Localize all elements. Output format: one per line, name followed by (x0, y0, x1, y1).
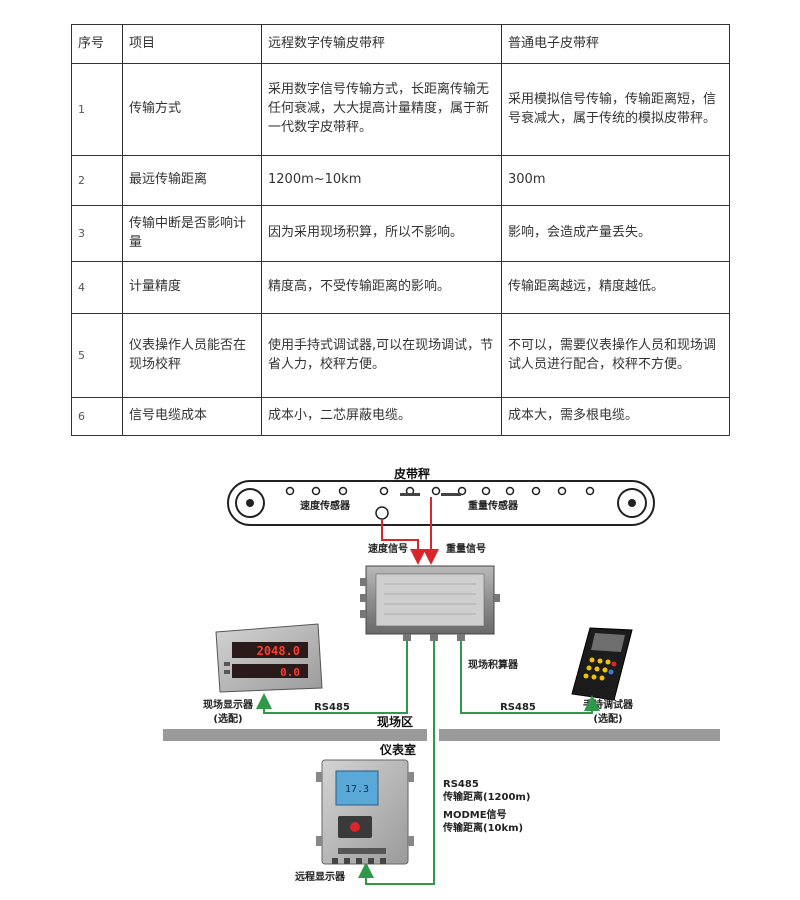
rs485-distance-note: 传输距离(1200m) (442, 790, 530, 803)
cell-item: 仪表操作人员能否在现场校秤 (122, 313, 262, 398)
table-row: 5 仪表操作人员能否在现场校秤 使用手持式调试器,可以在现场调试，节省人力，校秤… (71, 313, 730, 398)
field-display-device: 2048.0 0.0 (215, 623, 323, 693)
cell-common: 采用模拟信号传输，传输距离短，信号衰减大，属于传统的模拟皮带秤。 (501, 63, 730, 156)
control-room-label: 仪表室 (379, 742, 416, 757)
table-row: 1 传输方式 采用数字信号传输方式，长距离传输无任何衰减，大大提高计量精度，属于… (71, 63, 730, 156)
field-display-reading-2: 0.0 (280, 666, 300, 679)
cell-common: 传输距离越远，精度越低。 (501, 261, 730, 314)
field-integrator-label: 现场积算器 (468, 658, 519, 671)
system-diagram: 皮带秤 速度传感器 重量传感器 速度信号 重量信号 现场积算器 2048.0 0… (163, 466, 720, 885)
cell-remote: 成本小，二芯屏蔽电缆。 (261, 397, 502, 436)
speed-sensor-label: 速度传感器 (300, 499, 351, 512)
cell-index: 2 (71, 155, 123, 206)
cell-item: 信号电缆成本 (122, 397, 262, 436)
load-cell-left (400, 493, 420, 496)
cell-index: 1 (71, 63, 123, 156)
weight-signal-label: 重量信号 (446, 542, 486, 555)
table-row: 2 最远传输距离 1200m~10km 300m (71, 155, 730, 206)
cell-remote: 使用手持式调试器,可以在现场调试，节省人力，校秤方便。 (261, 313, 502, 398)
cell-item: 传输中断是否影响计量 (122, 205, 262, 262)
modbus-distance-note: 传输距离(10km) (442, 821, 523, 834)
cell-index: 3 (71, 205, 123, 262)
field-area-divider-left (163, 729, 427, 741)
rs485-note: RS485 (443, 779, 479, 790)
cell-remote: 因为采用现场积算，所以不影响。 (261, 205, 502, 262)
field-area-divider-right (439, 729, 720, 741)
table-header-row: 序号 项目 远程数字传输皮带秤 普通电子皮带秤 (71, 24, 730, 64)
table-row: 3 传输中断是否影响计量 因为采用现场积算，所以不影响。 影响，会造成产量丢失。 (71, 205, 730, 262)
remote-display-label: 远程显示器 (295, 870, 346, 883)
field-integrator-box (360, 565, 500, 641)
cell-index: 6 (71, 397, 123, 436)
speed-signal-label: 速度信号 (368, 542, 408, 555)
header-index: 序号 (71, 24, 123, 64)
handheld-label: 手持调试器 (583, 698, 634, 711)
cell-remote: 1200m~10km (261, 155, 502, 206)
table-row: 4 计量精度 精度高，不受传输距离的影响。 传输距离越远，精度越低。 (71, 261, 730, 314)
cell-common: 不可以，需要仪表操作人员和现场调试人员进行配合，校秤不方便。 (501, 313, 730, 398)
cell-common: 影响，会造成产量丢失。 (501, 205, 730, 262)
header-remote-scale: 远程数字传输皮带秤 (261, 24, 502, 64)
cell-index: 5 (71, 313, 123, 398)
cell-index: 4 (71, 261, 123, 314)
cell-common: 300m (501, 155, 730, 206)
communication-links (256, 641, 600, 885)
speed-sensor-wheel (375, 506, 389, 520)
header-item: 项目 (122, 24, 262, 64)
weight-sensor-label: 重量传感器 (468, 499, 519, 512)
comparison-table: 序号 项目 远程数字传输皮带秤 普通电子皮带秤 1 传输方式 采用数字信号传输方… (71, 24, 730, 436)
modbus-note: MODME信号 (443, 808, 507, 821)
cell-item: 计量精度 (122, 261, 262, 314)
remote-display-device: 17.3 (316, 759, 414, 865)
rs485-left-label: RS485 (314, 702, 350, 713)
cell-common: 成本大，需多根电缆。 (501, 397, 730, 436)
load-cell-right (441, 493, 461, 496)
remote-display-reading: 17.3 (345, 784, 369, 795)
rs485-right-label: RS485 (500, 702, 536, 713)
table-row: 6 信号电缆成本 成本小，二芯屏蔽电缆。 成本大，需多根电缆。 (71, 397, 730, 436)
field-display-label: 现场显示器 (203, 698, 254, 711)
field-display-optional: (选配) (213, 712, 242, 725)
signal-wires (381, 497, 439, 565)
belt-conveyor (227, 480, 655, 526)
field-display-reading-1: 2048.0 (257, 644, 300, 658)
belt-scale-label: 皮带秤 (393, 466, 430, 481)
cell-item: 传输方式 (122, 63, 262, 156)
handheld-optional: (选配) (593, 712, 622, 725)
idler-roller-row (285, 486, 595, 496)
cell-remote: 采用数字信号传输方式，长距离传输无任何衰减，大大提高计量精度，属于新一代数字皮带… (261, 63, 502, 156)
header-common-scale: 普通电子皮带秤 (501, 24, 730, 64)
field-area-label: 现场区 (377, 715, 413, 729)
handheld-debugger-device (571, 627, 633, 701)
cell-remote: 精度高，不受传输距离的影响。 (261, 261, 502, 314)
cell-item: 最远传输距离 (122, 155, 262, 206)
